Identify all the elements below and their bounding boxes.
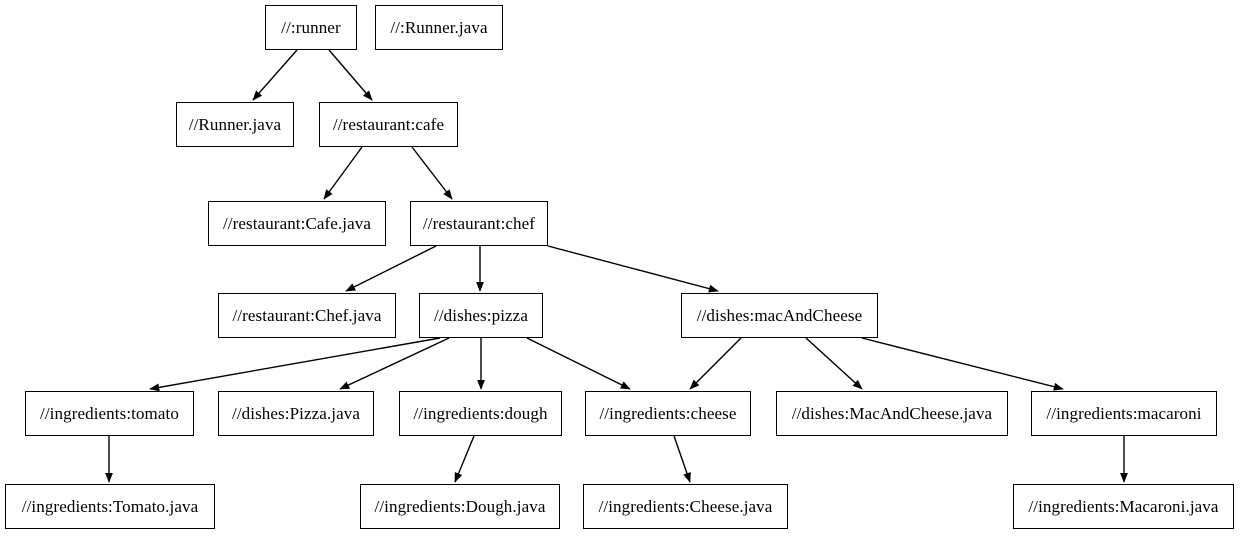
- graph-node-ing_macaroni[interactable]: //ingredients:macaroni: [1031, 391, 1217, 436]
- graph-node-restaurant_cafe[interactable]: //restaurant:cafe: [319, 102, 458, 147]
- graph-node-label: //:Runner.java: [390, 18, 488, 37]
- graph-edge-ing_dough-to-ing_dough_java: [454, 435, 475, 483]
- graph-node-label: //dishes:Pizza.java: [232, 404, 360, 423]
- graph-node-ing_cheese[interactable]: //ingredients:cheese: [585, 391, 751, 436]
- graph-node-ing_tomato[interactable]: //ingredients:tomato: [25, 391, 194, 436]
- graph-node-label: //ingredients:macaroni: [1046, 404, 1202, 423]
- graph-node-restaurant_chef[interactable]: //restaurant:chef: [410, 201, 548, 246]
- graph-node-runner[interactable]: //:runner: [265, 5, 357, 50]
- graph-node-label: //restaurant:Chef.java: [232, 306, 382, 325]
- graph-node-label: //dishes:macAndCheese: [696, 306, 863, 325]
- graph-node-label: //dishes:MacAndCheese.java: [791, 404, 993, 423]
- graph-node-label: //ingredients:Macaroni.java: [1028, 497, 1219, 516]
- graph-edge-restaurant_cafe-to-restaurant_cafe_java: [323, 146, 363, 200]
- graph-node-runner_java[interactable]: //Runner.java: [176, 102, 294, 147]
- graph-node-label: //ingredients:Dough.java: [374, 497, 546, 516]
- graph-node-dishes_pizza_java[interactable]: //dishes:Pizza.java: [218, 391, 374, 436]
- graph-node-label: //ingredients:Tomato.java: [21, 497, 199, 516]
- graph-edge-dishes_macandcheese-to-ing_macaroni: [861, 337, 1064, 391]
- graph-node-ing_tomato_java[interactable]: //ingredients:Tomato.java: [5, 484, 215, 529]
- graph-node-root_runner_java[interactable]: //:Runner.java: [375, 5, 503, 50]
- graph-node-ing_dough[interactable]: //ingredients:dough: [399, 391, 562, 436]
- graph-node-label: //restaurant:cafe: [332, 115, 445, 134]
- graph-edge-dishes_macandcheese-to-ing_cheese: [689, 337, 742, 390]
- graph-node-label: //restaurant:chef: [422, 214, 536, 233]
- graph-edge-restaurant_chef-to-restaurant_chef_java: [345, 245, 437, 292]
- graph-node-label: //ingredients:Cheese.java: [598, 497, 773, 516]
- graph-edge-ing_cheese-to-ing_cheese_java: [673, 435, 691, 483]
- graph-edge-restaurant_chef-to-dishes_macandcheese: [547, 245, 719, 293]
- graph-node-dishes_macandcheese[interactable]: //dishes:macAndCheese: [681, 293, 878, 338]
- graph-edge-dishes_pizza-to-ing_tomato: [149, 337, 441, 392]
- graph-node-restaurant_chef_java[interactable]: //restaurant:Chef.java: [218, 293, 396, 338]
- graph-node-dishes_mac_java[interactable]: //dishes:MacAndCheese.java: [776, 391, 1008, 436]
- graph-node-restaurant_cafe_java[interactable]: //restaurant:Cafe.java: [208, 201, 386, 246]
- graph-node-label: //ingredients:tomato: [40, 404, 179, 423]
- graph-edge-runner-to-runner_java: [252, 49, 298, 101]
- graph-node-label: //ingredients:dough: [413, 404, 548, 423]
- graph-edge-dishes_pizza-to-dishes_pizza_java: [339, 337, 450, 390]
- graph-edge-dishes_macandcheese-to-dishes_mac_java: [805, 337, 863, 390]
- graph-node-ing_cheese_java[interactable]: //ingredients:Cheese.java: [583, 484, 788, 529]
- graph-node-dishes_pizza[interactable]: //dishes:pizza: [419, 293, 543, 338]
- graph-edge-restaurant_cafe-to-restaurant_chef: [411, 146, 453, 200]
- graph-node-label: //:runner: [281, 18, 341, 37]
- graph-node-ing_macaroni_java[interactable]: //ingredients:Macaroni.java: [1013, 484, 1234, 529]
- graph-node-label: //dishes:pizza: [434, 306, 528, 325]
- graph-node-ing_dough_java[interactable]: //ingredients:Dough.java: [360, 484, 560, 529]
- graph-node-label: //restaurant:Cafe.java: [222, 214, 372, 233]
- graph-node-label: //ingredients:cheese: [599, 404, 737, 423]
- graph-edge-dishes_pizza-to-ing_cheese: [526, 337, 631, 390]
- graph-node-label: //Runner.java: [188, 115, 282, 134]
- graph-edge-runner-to-restaurant_cafe: [328, 49, 373, 101]
